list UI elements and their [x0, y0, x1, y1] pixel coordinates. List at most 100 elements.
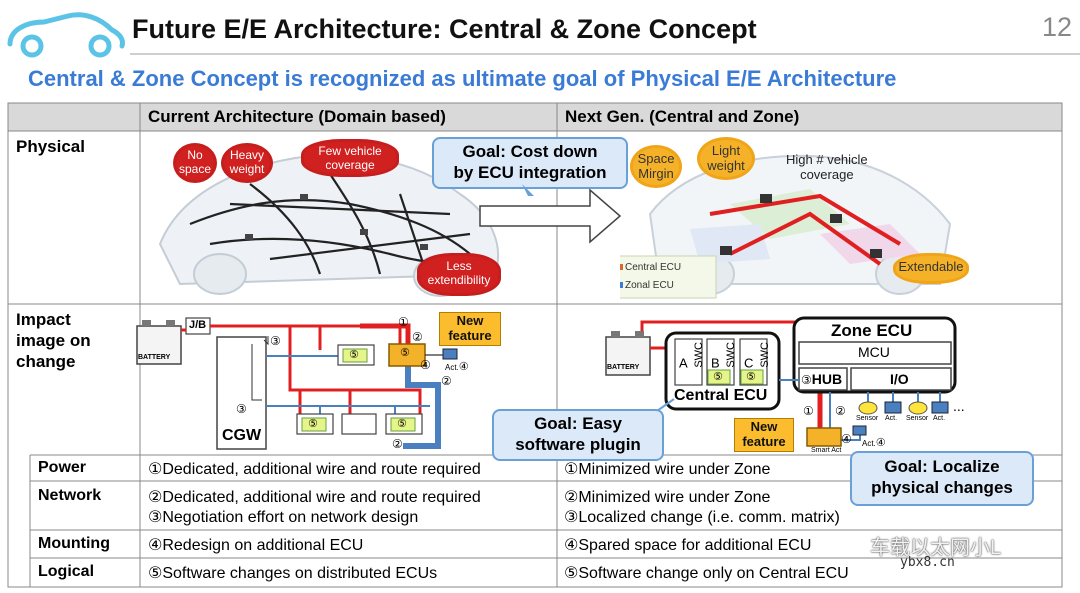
marker-4-right: ④ [841, 432, 852, 446]
cloud-no-space: No space [176, 146, 214, 180]
new-feature-right-line1: New [750, 419, 778, 434]
goal-localize-box: Goal: Localize physical changes [850, 451, 1034, 506]
label-high-line1: High # vehicle [786, 152, 868, 167]
cloud-extendable: Extendable [896, 256, 966, 281]
swc-marker-5-c: ⑤ [397, 418, 407, 430]
wechat-logo-icon [842, 533, 867, 552]
cloud-less-line2: extendibility [427, 273, 491, 287]
cloud-heavy-weight: Heavy weight [224, 146, 270, 180]
goal-easy-line2: software plugin [515, 435, 641, 454]
cloud-no-space-line2: space [178, 162, 212, 176]
right-arrow-icon [479, 184, 622, 244]
watermark-url: ybx8.cn [900, 555, 955, 570]
cloud-space-line1: Space [637, 151, 675, 166]
cloud-light-weight: Light weight [700, 140, 752, 177]
act-label-left: Act.④ [445, 360, 469, 373]
compare-label-power: Power [38, 459, 87, 476]
swc-c-letter: C [744, 355, 754, 371]
swc-a: A SWC [679, 342, 706, 370]
compare-label-mounting: Mounting [38, 535, 110, 552]
cloud-less-extendibility: Less extendibility [420, 256, 498, 293]
page-title: Future E/E Architecture: Central & Zone … [132, 14, 757, 44]
cloud-few-line2: coverage [325, 158, 375, 172]
new-feature-left-line2: feature [448, 328, 492, 343]
hub-text: HUB [811, 371, 843, 387]
compare-label-logical: Logical [38, 563, 95, 580]
swc-marker-5-c-right: ⑤ [746, 371, 756, 383]
goal-easy-line1: Goal: Easy [534, 414, 622, 433]
page-subtitle: Central & Zone Concept is recognized as … [28, 66, 897, 91]
goal-local-line1: Goal: Localize [884, 457, 1000, 476]
act-left-text: Act. [445, 363, 459, 372]
compare-label-network: Network [38, 487, 102, 504]
hub-label: ③HUB [801, 371, 842, 387]
cloud-space-line2: Mirgin [638, 166, 674, 181]
cloud-few-line1: Few vehicle [318, 144, 382, 158]
compare-network-current-2: ③Negotiation effort on network design [148, 509, 419, 526]
cloud-light-line2: weight [707, 158, 745, 173]
marker-2-left-top: ② [412, 330, 423, 344]
row-label-impact-line2: image on [16, 331, 91, 350]
marker-2-right: ② [835, 404, 846, 418]
swc-b-letter: B [711, 355, 720, 371]
marker-2-left-bottom: ② [392, 437, 403, 451]
new-feature-right-line2: feature [742, 434, 786, 449]
marker-4-left: ④ [420, 358, 431, 372]
act-label-2: Act. [933, 415, 946, 422]
swc-c: C SWC [744, 342, 772, 370]
cgw-label: CGW [222, 427, 262, 444]
cloud-less-line1: Less [446, 259, 472, 273]
swc-marker-5-a: ⑤ [349, 349, 359, 361]
act-left-marker: ④ [458, 361, 469, 373]
compare-mounting-next: ④Spared space for additional ECU [564, 537, 812, 554]
goal-easy-plugin-box: Goal: Easy software plugin [492, 409, 664, 461]
column-header-next: Next Gen. (Central and Zone) [565, 107, 800, 127]
legend-zonal-ecu: Zonal ECU [625, 280, 674, 291]
hub-marker: ③ [801, 373, 812, 387]
car-logo-icon [7, 12, 125, 58]
sensor-label-1: Sensor [856, 415, 879, 422]
central-ecu-label: Central ECU [674, 387, 768, 404]
goal-cost-line1: Goal: Cost down [462, 142, 598, 161]
compare-power-current: ①Dedicated, additional wire and route re… [148, 461, 481, 478]
new-feature-badge-left: New feature [439, 312, 501, 346]
compare-mounting-current: ④Redesign on additional ECU [148, 537, 364, 554]
swc-marker-5-b: ⑤ [308, 418, 318, 430]
act-label-right: Act.④ [862, 436, 886, 449]
jb-label: J/B [189, 319, 207, 331]
zone-ecu-title: Zone ECU [831, 321, 913, 340]
sensor-label-2: Sensor [906, 415, 929, 422]
row-label-impact: Impact image on change [16, 309, 91, 372]
act-label-1: Act. [885, 415, 898, 422]
row-label-impact-line1: Impact [16, 310, 71, 329]
legend-central-ecu: Central ECU [625, 262, 682, 273]
watermark-text: 车载以太网小L [870, 537, 1002, 559]
row-label-impact-line3: change [16, 352, 76, 371]
act-right-marker: ④ [875, 437, 886, 449]
label-high-line2: coverage [800, 167, 854, 182]
column-header-current: Current Architecture (Domain based) [148, 107, 446, 127]
swc-a-text: SWC [692, 342, 705, 368]
marker-1-right: ① [803, 404, 814, 418]
new-feature-badge-right: New feature [734, 418, 794, 452]
io-label: I/O [890, 371, 909, 387]
cloud-few-coverage: Few vehicle coverage [304, 142, 396, 174]
page-number: 12 [1041, 12, 1072, 42]
label-high-coverage: High # vehicle coverage [786, 152, 868, 182]
cloud-space-margin: Space Mirgin [633, 148, 679, 185]
cloud-heavy-line1: Heavy [229, 148, 264, 162]
compare-network-next-2: ③Localized change (i.e. comm. matrix) [564, 509, 840, 526]
swc-marker-5-d: ⑤ [400, 347, 410, 359]
marker-3-left-bottom: ③ [236, 402, 247, 416]
compare-network-next-1: ②Minimized wire under Zone [564, 489, 771, 506]
swc-b: B SWC [711, 342, 738, 370]
new-feature-left-line1: New [456, 313, 484, 328]
cloud-heavy-line2: weight [229, 162, 265, 176]
swc-b-text: SWC [725, 342, 738, 368]
header-divider [130, 53, 1080, 55]
swc-c-text: SWC [759, 342, 772, 368]
cloud-extendable-text: Extendable [898, 259, 964, 274]
compare-logical-next: ⑤Software change only on Central ECU [564, 565, 849, 582]
